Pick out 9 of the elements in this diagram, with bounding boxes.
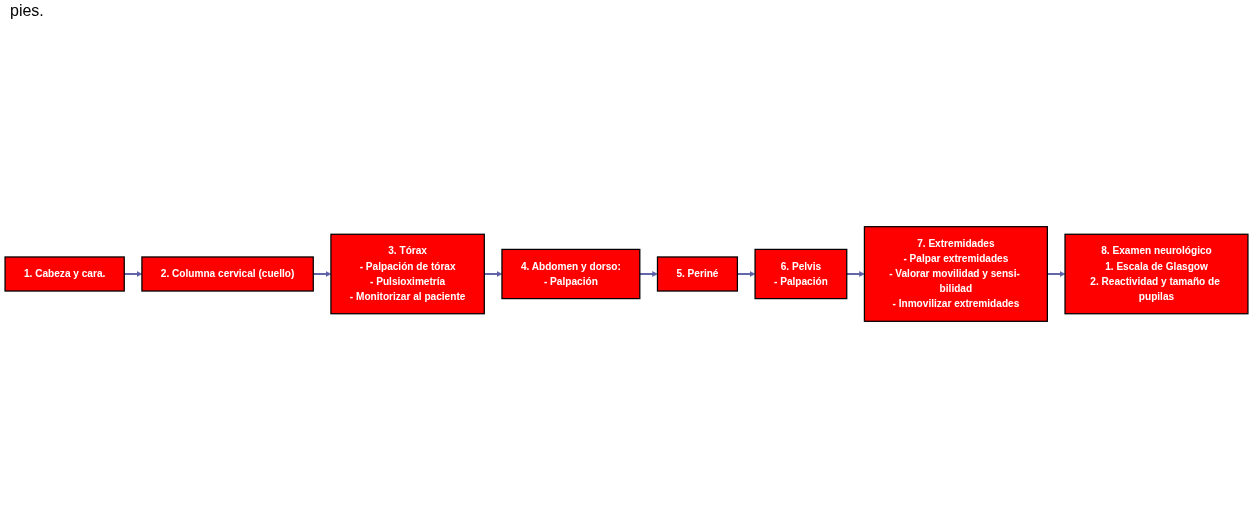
node-box: 3. Tórax - Palpación de tórax - Pulsioximetría - Monitorizar al paciente xyxy=(330,233,485,315)
node-box: 4. Abdomen y dorso: - Palpación xyxy=(501,248,641,300)
node-box: 8. Examen neurológico 1. Escala de Glasgow 2. Reactividad y tamaño de pupilas xyxy=(1064,233,1249,315)
node-box: 2. Columna cervical (cuello) xyxy=(141,256,314,292)
node-box: 1. Cabeza y cara. xyxy=(4,256,125,292)
node-box: 5. Periné xyxy=(656,256,739,292)
node-box: 6. Pelvis - Palpación xyxy=(754,248,848,300)
note-text: pies. xyxy=(10,2,44,19)
node-box: 7. Extremidades - Palpar extremidades - Valorar movilidad y sensi- bilidad - Inmovilizar extremidades xyxy=(863,226,1048,322)
